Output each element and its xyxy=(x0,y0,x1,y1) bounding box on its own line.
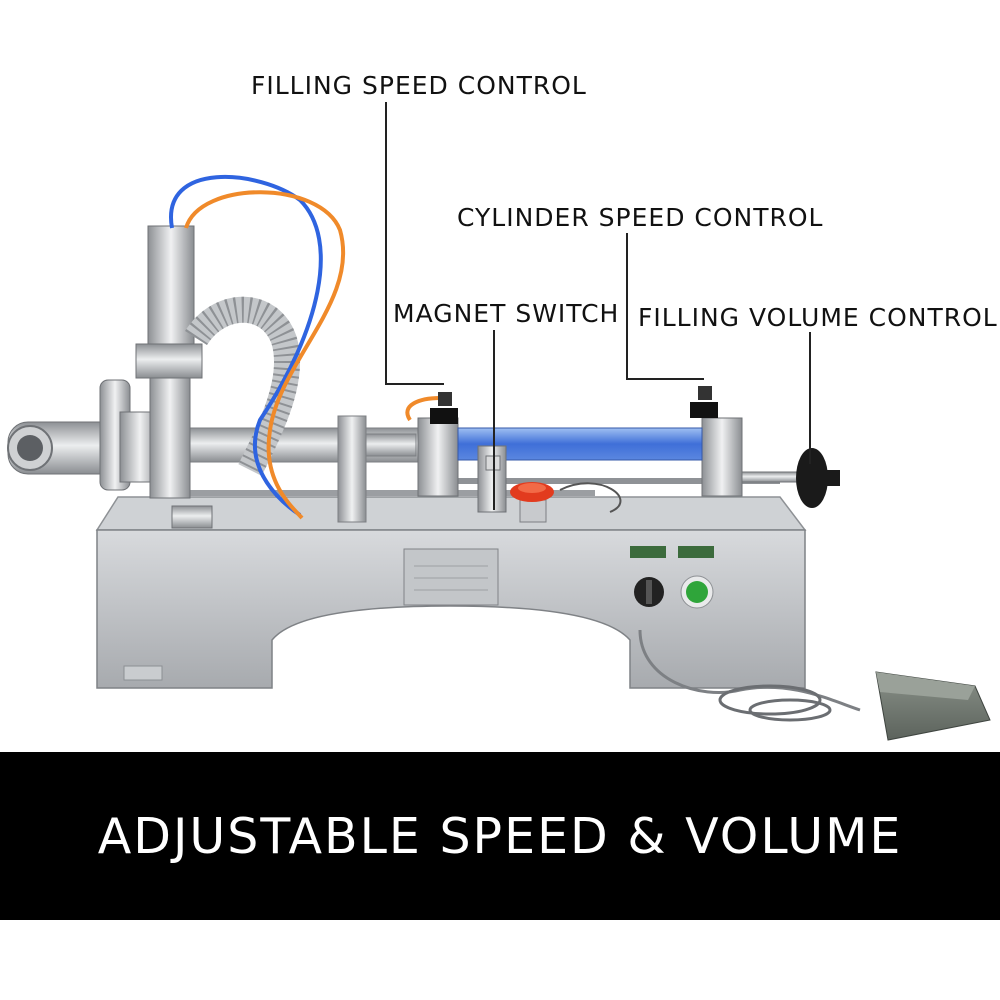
start-button-icon xyxy=(680,575,714,609)
banner-headline: ADJUSTABLE SPEED & VOLUME xyxy=(97,807,903,865)
air-hoses xyxy=(169,174,441,520)
machine-body xyxy=(95,496,807,689)
name-plate xyxy=(403,548,499,606)
pump-barrel xyxy=(149,415,441,523)
wiring xyxy=(559,482,622,513)
callout-magnet-switch: MAGNET SWITCH xyxy=(393,299,620,328)
callout-filling-speed-control: FILLING SPEED CONTROL xyxy=(251,71,587,100)
valve-assembly xyxy=(7,379,161,491)
control-labels xyxy=(630,546,714,558)
feature-banner: ADJUSTABLE SPEED & VOLUME xyxy=(0,752,1000,920)
serial-label xyxy=(123,665,163,681)
emergency-stop-icon xyxy=(510,482,554,523)
volume-handwheel-icon xyxy=(741,448,840,508)
cylinder-speed-valve-icon xyxy=(698,386,712,400)
power-knob-icon xyxy=(634,577,664,607)
callout-filling-volume-control: FILLING VOLUME CONTROL xyxy=(638,303,998,332)
callout-cylinder-speed-control: CYLINDER SPEED CONTROL xyxy=(457,203,824,232)
filling-machine-illustration xyxy=(7,102,991,741)
foot-pedal-icon xyxy=(638,629,991,741)
vertical-column xyxy=(135,225,213,529)
leader-line-filling-speed xyxy=(385,102,444,385)
horizontal-cylinder xyxy=(417,402,743,513)
leader-line-cylinder-speed xyxy=(626,233,704,380)
filling-speed-valve-icon xyxy=(438,392,452,406)
top-rails xyxy=(185,478,780,496)
